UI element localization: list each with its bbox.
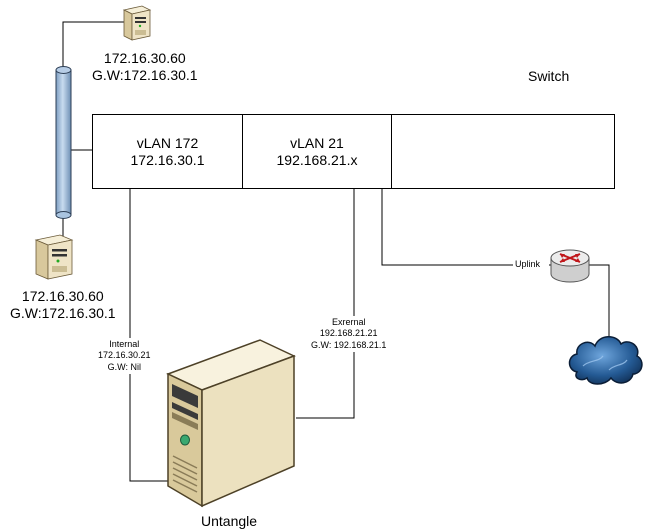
switch-port-vlan-21: vLAN 21 192.168.21.x xyxy=(243,115,392,188)
top-host-gateway: G.W:172.16.30.1 xyxy=(92,67,198,84)
bottom-host-label: 172.16.30.60 G.W:172.16.30.1 xyxy=(10,288,116,322)
wire-uplink xyxy=(381,189,551,266)
external-title: Exrernal xyxy=(331,317,366,327)
internal-interface-label: Internal 172.16.30.21 G.W: Nil xyxy=(96,338,153,374)
cloud-icon xyxy=(568,336,643,385)
vlan-172-name: vLAN 172 xyxy=(136,135,199,151)
bottom-host-gateway: G.W:172.16.30.1 xyxy=(10,305,116,322)
switch-label: Switch xyxy=(528,68,570,84)
external-interface-label: Exrernal 192.168.21.21 G.W: 192.168.21.1 xyxy=(309,316,389,352)
top-host-label: 172.16.30.60 G.W:172.16.30.1 xyxy=(92,50,198,84)
internal-gateway: G.W: Nil xyxy=(107,361,141,372)
internal-title: Internal xyxy=(109,339,140,349)
server-icon xyxy=(34,234,74,280)
pipe-icon xyxy=(55,66,72,219)
switch-port-vlan-172: vLAN 172 172.16.30.1 xyxy=(93,115,243,188)
switch: vLAN 172 172.16.30.1 vLAN 21 192.168.21.… xyxy=(92,114,615,189)
wire-external xyxy=(296,189,355,419)
external-gateway: G.W: 192.168.21.1 xyxy=(311,339,387,350)
vlan-21-address: 192.168.21.x xyxy=(276,152,358,169)
uplink-label: Uplink xyxy=(515,259,541,269)
external-ip: 192.168.21.21 xyxy=(319,328,378,339)
top-host-ip: 172.16.30.60 xyxy=(103,50,186,66)
untangle-label: Untangle xyxy=(201,513,258,529)
switch-port-uplink xyxy=(392,115,614,188)
vlan-21-name: vLAN 21 xyxy=(290,135,344,151)
server-icon xyxy=(122,5,152,41)
wire-top-host xyxy=(62,21,125,70)
wire-router-cloud xyxy=(589,264,610,346)
vlan-172-address: 172.16.30.1 xyxy=(130,152,205,169)
internal-ip: 172.16.30.21 xyxy=(98,350,151,361)
wire-internal xyxy=(129,189,168,482)
bottom-host-ip: 172.16.30.60 xyxy=(21,288,104,304)
tower-server-icon xyxy=(166,339,296,508)
router-icon xyxy=(550,249,590,283)
